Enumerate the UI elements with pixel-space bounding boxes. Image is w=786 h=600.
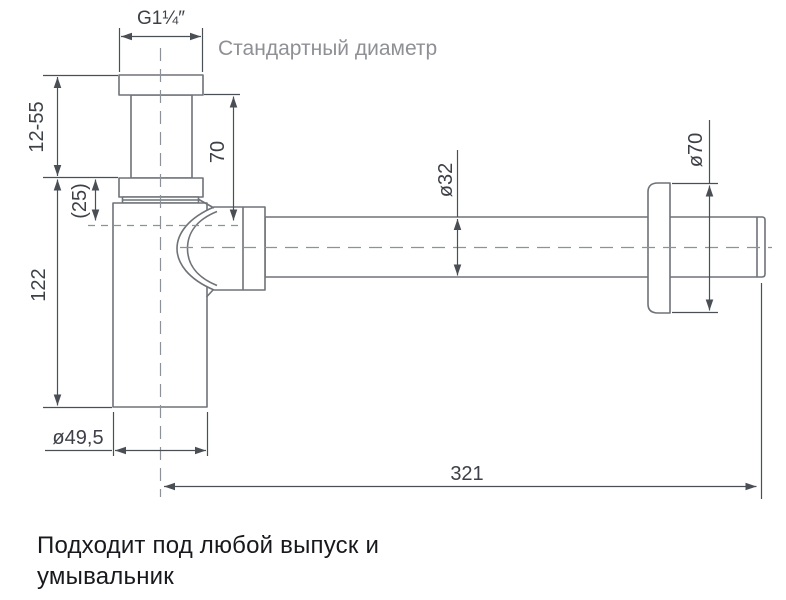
dim-thread: G1¼″ [118,8,204,72]
junction-top-chamfer [197,198,215,209]
flange-diameter-label: ø70 [685,133,707,167]
centerlines [88,48,772,497]
dim-body-height: 122 [28,179,112,409]
dim-cup-diameter: ø49,5 [45,412,209,456]
caption-line-2: умывальник [37,563,174,590]
length-label: 321 [450,463,483,485]
dim-pipe-diameter: ø32 [435,150,462,276]
standard-diameter-note: Стандартный диаметр [218,37,437,60]
dim-inlet-depth: 70 [204,93,240,221]
caption: Подходит под любой выпуск и умывальник [37,530,379,592]
cup-diameter-label: ø49,5 [52,427,103,449]
siphon-parts [112,74,766,408]
dim-length: 321 [164,283,763,499]
dim-flange-diameter: ø70 [672,120,718,314]
inlet-depth-label: 70 [207,141,229,163]
inset-label: (25) [69,183,91,219]
junction-bottom-chamfer [205,289,214,298]
inlet-tube [130,94,193,179]
pipe-diameter-label: ø32 [435,163,457,197]
height-range-label: 12-55 [26,101,48,152]
caption-line-1: Подходит под любой выпуск и [37,532,380,559]
body-height-label: 122 [28,268,50,301]
junction-inner-curve [186,210,218,287]
outlet-pipe [264,216,766,278]
wall-flange [647,182,671,314]
thread-size-label: G1¼″ [137,8,185,29]
dim-inset: (25) [69,179,100,221]
dim-height-range: 12-55 [26,74,118,179]
